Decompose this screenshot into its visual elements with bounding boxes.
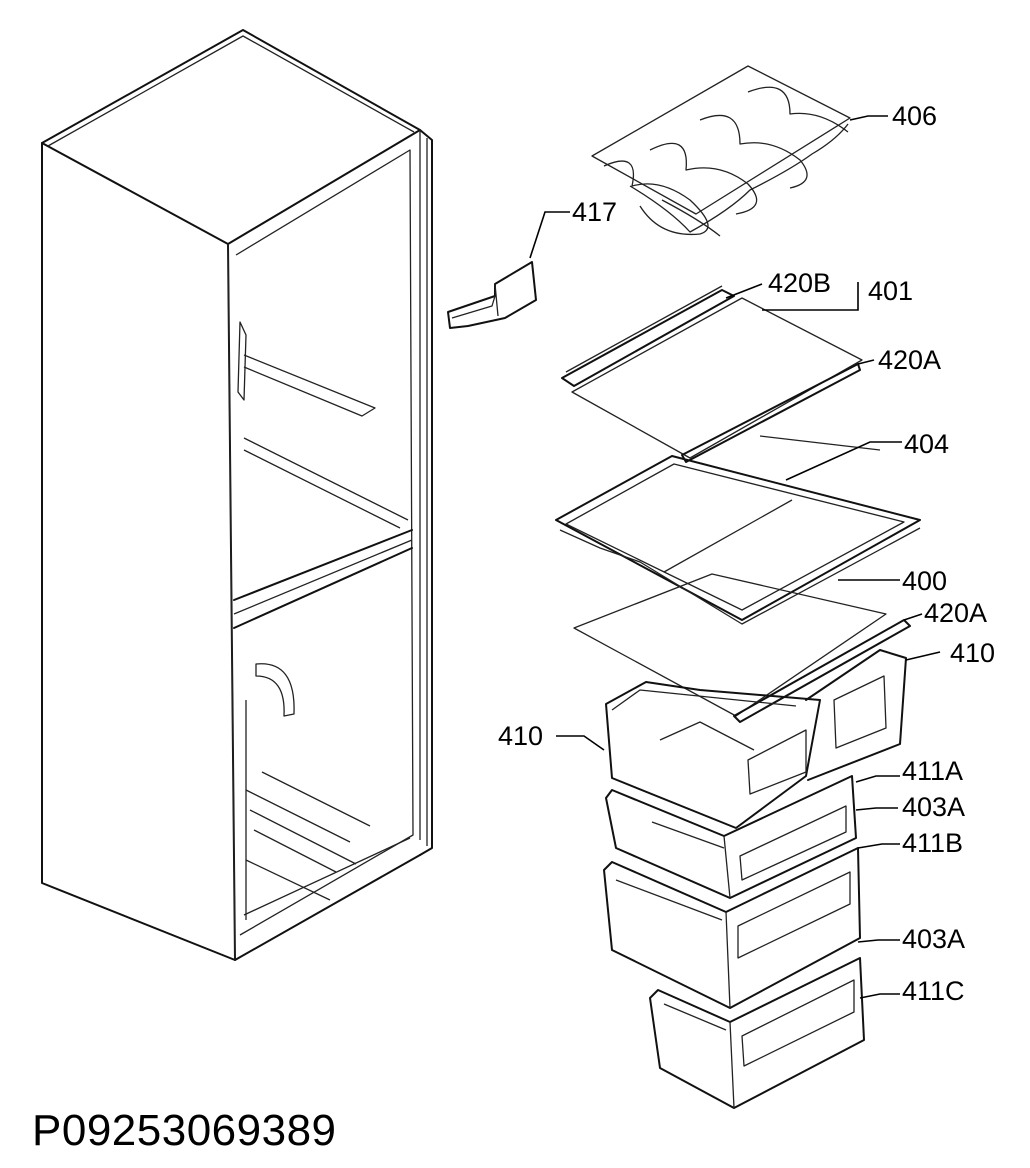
- label-411A: 411A: [902, 756, 963, 786]
- label-420A-top: 420A: [878, 345, 941, 375]
- label-406: 406: [892, 101, 937, 131]
- label-400: 400: [902, 566, 947, 596]
- part-411C-drawer: [649, 957, 900, 1109]
- part-411B-drawer: [603, 807, 900, 1009]
- label-420B: 420B: [768, 268, 831, 298]
- part-410-drawers: [556, 649, 941, 829]
- label-420A-mid: 420A: [924, 598, 987, 628]
- part-406-wine-rack: [591, 65, 888, 237]
- label-410-left: 410: [498, 721, 543, 751]
- part-411A-drawer: [605, 775, 900, 899]
- part-code: P09253069389: [32, 1106, 337, 1155]
- label-411B: 411B: [902, 828, 963, 858]
- label-404: 404: [904, 429, 949, 459]
- label-417: 417: [572, 197, 617, 227]
- label-411C: 411C: [902, 976, 965, 1006]
- part-401-glass-shelf: [561, 282, 875, 463]
- part-417-bracket: [447, 211, 570, 329]
- fridge-cabinet: [41, 29, 433, 961]
- label-403A-bottom: 403A: [902, 924, 965, 954]
- label-401: 401: [868, 276, 913, 306]
- label-410-right: 410: [950, 638, 995, 668]
- label-403A-top: 403A: [902, 792, 965, 822]
- part-404-shelf: [555, 435, 921, 625]
